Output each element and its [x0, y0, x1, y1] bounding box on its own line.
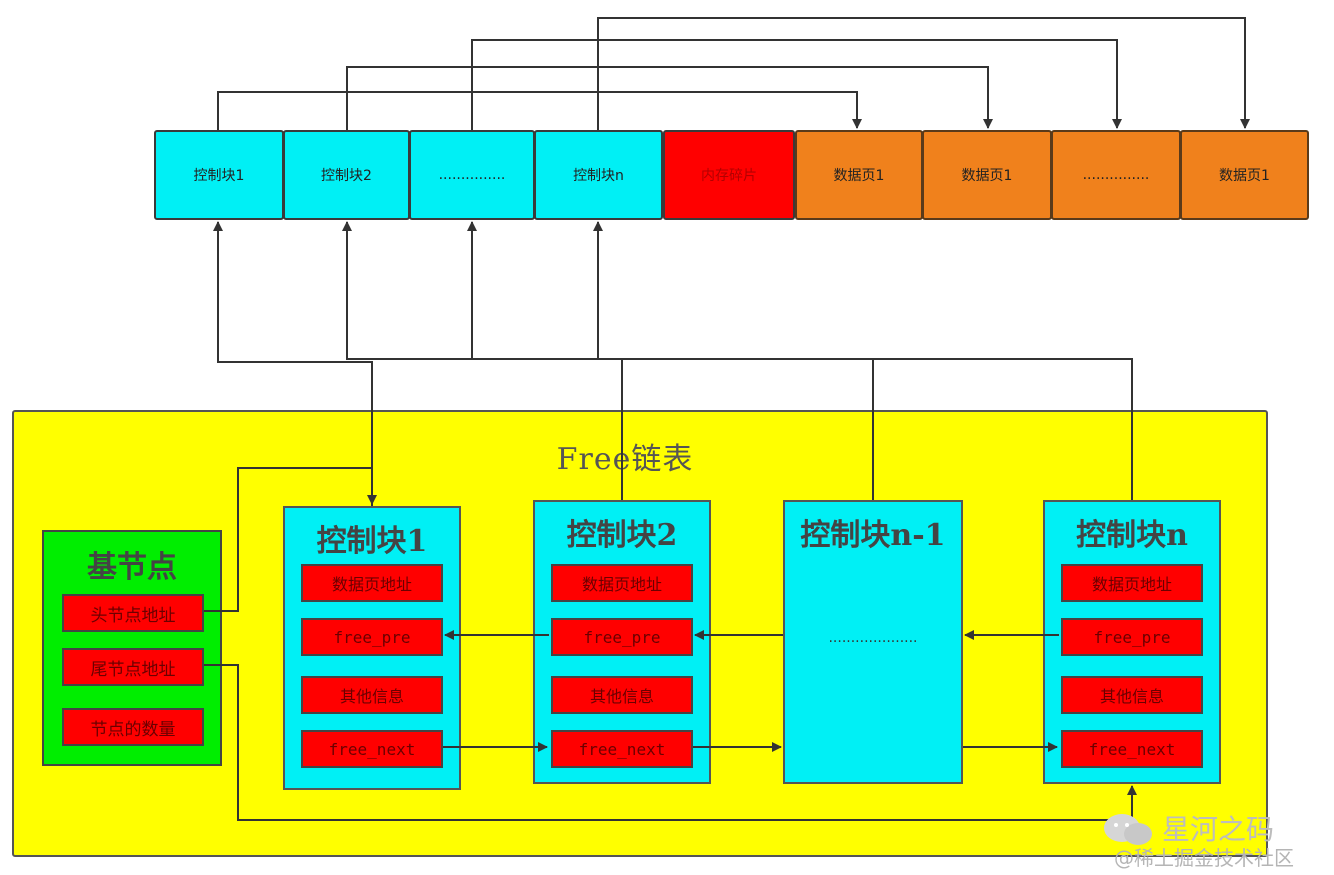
watermark: 星河之码 @稀土掘金技术社区	[1100, 808, 1330, 870]
data-page-address-field: 数据页地址	[301, 564, 443, 602]
data-page-address-field: 数据页地址	[1061, 564, 1203, 602]
base-node: 基节点 头节点地址 尾节点地址 节点的数量	[42, 530, 222, 766]
link-head-to-block1	[204, 467, 377, 612]
other-info-field: 其他信息	[301, 676, 443, 714]
other-info-field: 其他信息	[1061, 676, 1203, 714]
control-block-n-minus-1-title: 控制块n-1	[800, 518, 946, 553]
memory-data-page-n: 数据页1	[1180, 130, 1309, 220]
link-ctrl-ellipsis-page-ellipsis	[471, 39, 1122, 130]
control-block-2: 控制块2 数据页地址 free_pre 其他信息 free_next	[533, 500, 711, 784]
control-block-n-title: 控制块n	[1076, 518, 1188, 553]
link-ctrl1-page1	[217, 91, 862, 130]
link-fl-block1-up	[213, 221, 373, 506]
memory-control-block-n: 控制块n	[534, 130, 663, 220]
free-pre-field: free_pre	[1061, 618, 1203, 656]
free-next-field: free_next	[301, 730, 443, 768]
wechat-icon	[1104, 814, 1152, 845]
head-address-field: 头节点地址	[62, 594, 204, 632]
link-ctrln-pagen	[597, 17, 1250, 130]
link-ctrl2-page2	[346, 66, 993, 130]
data-page-address-field: 数据页地址	[551, 564, 693, 602]
memory-data-page-2: 数据页1	[922, 130, 1052, 220]
control-block-n: 控制块n 数据页地址 free_pre 其他信息 free_next	[1043, 500, 1221, 784]
control-block-2-title: 控制块2	[566, 518, 678, 553]
free-next-field: free_next	[1061, 730, 1203, 768]
control-block-1: 控制块1 数据页地址 free_pre 其他信息 free_next	[283, 506, 461, 790]
memory-control-ellipsis: ...............	[409, 130, 535, 220]
link-fl-blockn-up	[593, 221, 1133, 500]
free-next-field: free_next	[551, 730, 693, 768]
memory-fragment: 内存碎片	[663, 130, 795, 220]
free-pre-field: free_pre	[301, 618, 443, 656]
ellipsis-placeholder: ....................	[828, 630, 918, 646]
base-node-title: 基节点	[87, 550, 177, 585]
link-fl-blockn1-up	[467, 221, 874, 500]
control-block-n-minus-1: 控制块n-1 ....................	[783, 500, 963, 784]
watermark-name: 星河之码	[1162, 813, 1275, 846]
node-count-field: 节点的数量	[62, 708, 204, 746]
tail-address-field: 尾节点地址	[62, 648, 204, 686]
other-info-field: 其他信息	[551, 676, 693, 714]
free-pre-field: free_pre	[551, 618, 693, 656]
watermark-subtitle: @稀土掘金技术社区	[1114, 846, 1294, 870]
memory-control-block-1: 控制块1	[154, 130, 284, 220]
memory-control-block-2: 控制块2	[283, 130, 410, 220]
link-tail-to-blockn	[204, 664, 1137, 821]
control-block-1-title: 控制块1	[316, 524, 428, 559]
free-list-title: Free链表	[556, 442, 694, 477]
link-fl-block2-up	[342, 221, 623, 500]
memory-data-ellipsis: ...............	[1051, 130, 1181, 220]
